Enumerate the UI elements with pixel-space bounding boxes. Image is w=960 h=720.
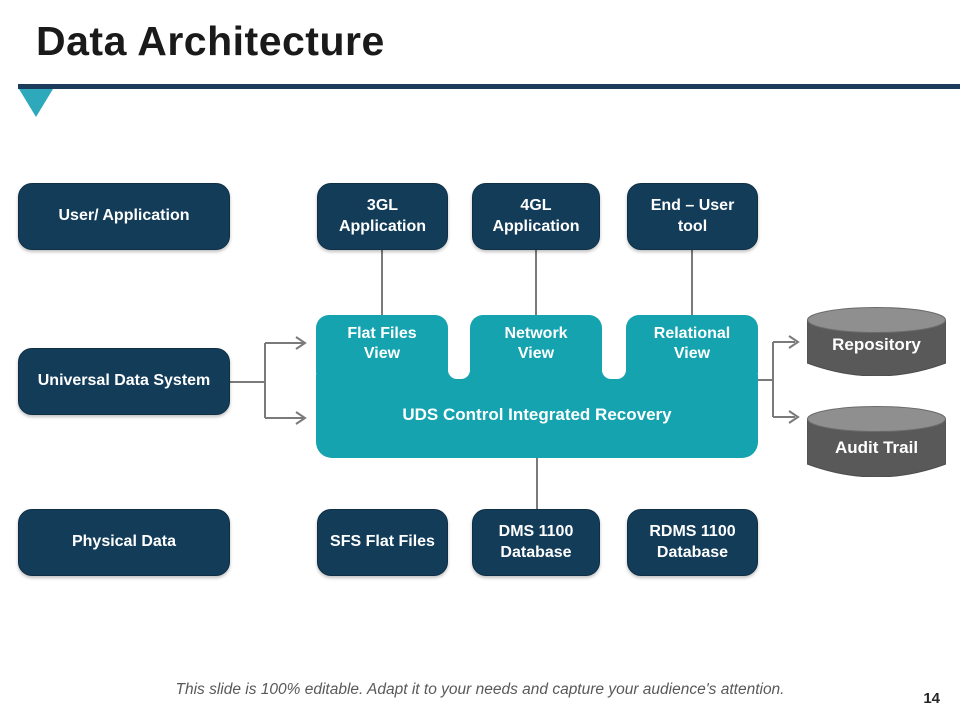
header-triangle-accent bbox=[19, 89, 53, 117]
uds-control-label: UDS Control Integrated Recovery bbox=[402, 404, 672, 424]
page-number: 14 bbox=[923, 690, 940, 707]
tab-network-view: Network View bbox=[470, 315, 602, 373]
page-title: Data Architecture bbox=[36, 18, 385, 64]
box-user-application: User/ Application bbox=[18, 183, 230, 250]
box-rdms-1100-database: RDMS 1100 Database bbox=[627, 509, 758, 576]
database-cylinder-icon bbox=[807, 406, 946, 477]
audit-trail-label: Audit Trail bbox=[834, 438, 919, 457]
header-divider-line bbox=[18, 84, 960, 89]
box-dms-1100-database: DMS 1100 Database bbox=[472, 509, 600, 576]
cylinder-audit-trail: Audit Trail bbox=[807, 406, 946, 477]
tab-notch bbox=[602, 315, 626, 379]
tab-flat-files-view: Flat Files View bbox=[316, 315, 448, 373]
footer-note: This slide is 100% editable. Adapt it to… bbox=[175, 681, 785, 698]
box-end-user-tool: End – User tool bbox=[627, 183, 758, 250]
tab-relational-view: Relational View bbox=[626, 315, 758, 373]
box-universal-data-system: Universal Data System bbox=[18, 348, 230, 415]
box-sfs-flat-files: SFS Flat Files bbox=[317, 509, 448, 576]
repository-label: Repository bbox=[832, 335, 921, 354]
database-cylinder-icon bbox=[807, 307, 946, 376]
box-3gl-application: 3GL Application bbox=[317, 183, 448, 250]
box-uds-control-integrated-recovery: UDS Control Integrated Recovery bbox=[316, 371, 758, 458]
box-4gl-application: 4GL Application bbox=[472, 183, 600, 250]
tab-notch bbox=[448, 315, 470, 379]
box-physical-data: Physical Data bbox=[18, 509, 230, 576]
cylinder-repository: Repository bbox=[807, 307, 946, 376]
